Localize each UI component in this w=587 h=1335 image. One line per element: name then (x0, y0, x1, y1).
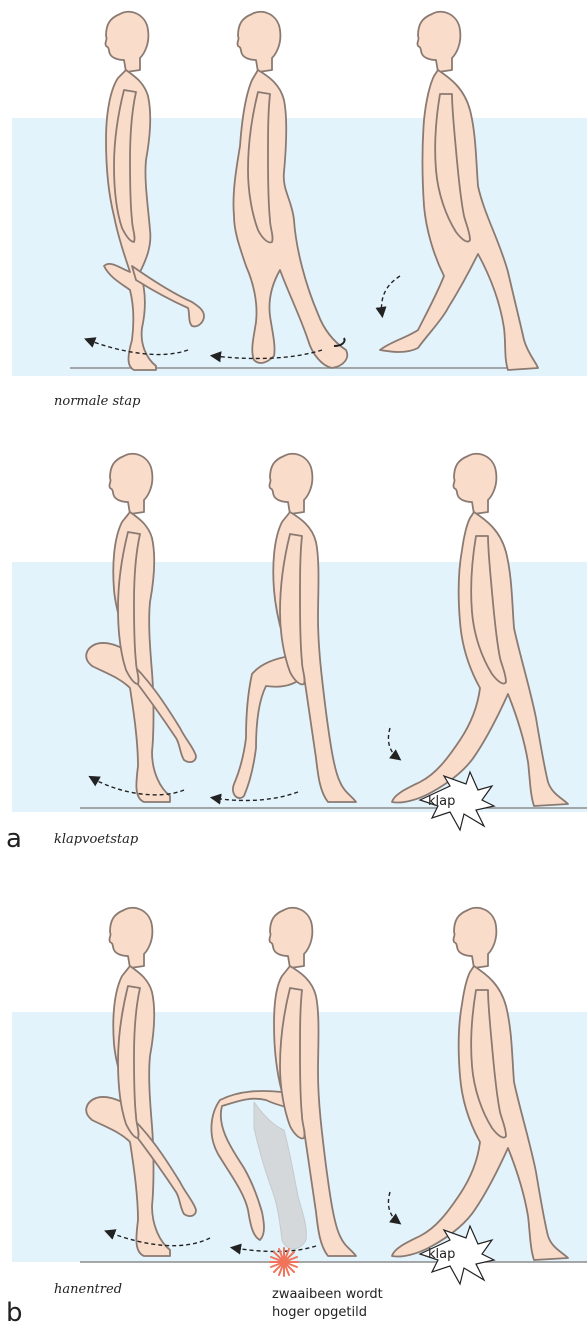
klap-label: klap (428, 1246, 455, 1263)
caption-hanentred: hanentred (54, 1282, 122, 1297)
background-band-1 (12, 118, 587, 376)
klap-label: klap (428, 793, 455, 810)
panel-letter-b: b (6, 1298, 23, 1328)
panel-letter-a: a (6, 824, 22, 854)
note-line-2: hoger opgetild (272, 1304, 367, 1321)
note-line-1: zwaaibeen wordt (272, 1286, 383, 1303)
caption-normale-stap: normale stap (54, 394, 140, 409)
caption-klapvoetstap: klapvoetstap (54, 832, 138, 847)
impact-star-icon (270, 1248, 298, 1276)
